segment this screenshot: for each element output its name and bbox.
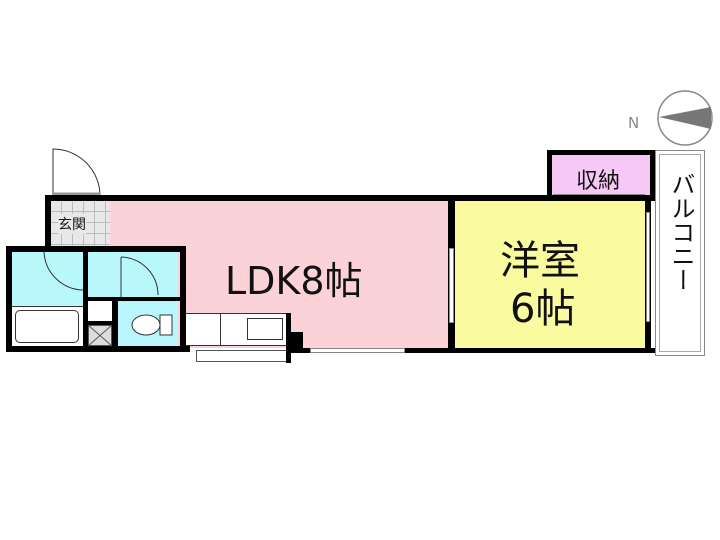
wall-wet-left — [6, 246, 12, 352]
ldk-window[interactable] — [310, 348, 405, 353]
western-label-line1: 洋室 — [500, 238, 580, 284]
bathroom — [12, 306, 84, 346]
wall-kitchen-end — [286, 313, 291, 363]
compass-arrow-icon — [657, 90, 713, 146]
wall-wet-right — [180, 246, 186, 352]
wall-top — [45, 195, 655, 201]
balcony — [655, 150, 705, 356]
balcony-label: バルコニー — [667, 172, 695, 292]
toilet-icon — [131, 314, 173, 336]
wall-wet-top — [6, 246, 186, 252]
kitchen-window[interactable] — [196, 350, 288, 362]
wall-wet-inner3 — [88, 297, 180, 301]
closet-label: 収納 — [576, 169, 621, 194]
room-western — [455, 200, 645, 348]
counter-divider — [220, 313, 221, 346]
wall-bottom — [290, 348, 655, 353]
duct-icon — [88, 325, 112, 346]
ldk-label: LDK8帖 — [225, 259, 363, 303]
western-label-line2: 6帖 — [510, 286, 576, 332]
wall-entrance-left — [45, 195, 51, 251]
balcony-window[interactable] — [646, 212, 650, 322]
wall-wet-bottom — [6, 346, 190, 352]
entrance-label: 玄関 — [58, 214, 86, 234]
sink-icon — [247, 318, 283, 340]
hallway-wet — [88, 252, 178, 300]
door-swing-icons — [43, 252, 159, 297]
compass — [656, 89, 714, 147]
wall-pillar — [291, 332, 303, 350]
wall-wet-inner4 — [88, 321, 112, 325]
compass-north-label: N — [628, 114, 640, 132]
room-closet — [547, 150, 655, 200]
western-door[interactable] — [449, 248, 454, 323]
wall-wet-inner2 — [112, 300, 118, 346]
bathtub-icon — [15, 310, 79, 343]
washroom — [12, 252, 84, 306]
balcony-rail — [659, 154, 701, 352]
wall-wet-inner1 — [83, 252, 88, 346]
entrance-door-icon — [52, 148, 101, 197]
storage-small — [88, 300, 112, 322]
